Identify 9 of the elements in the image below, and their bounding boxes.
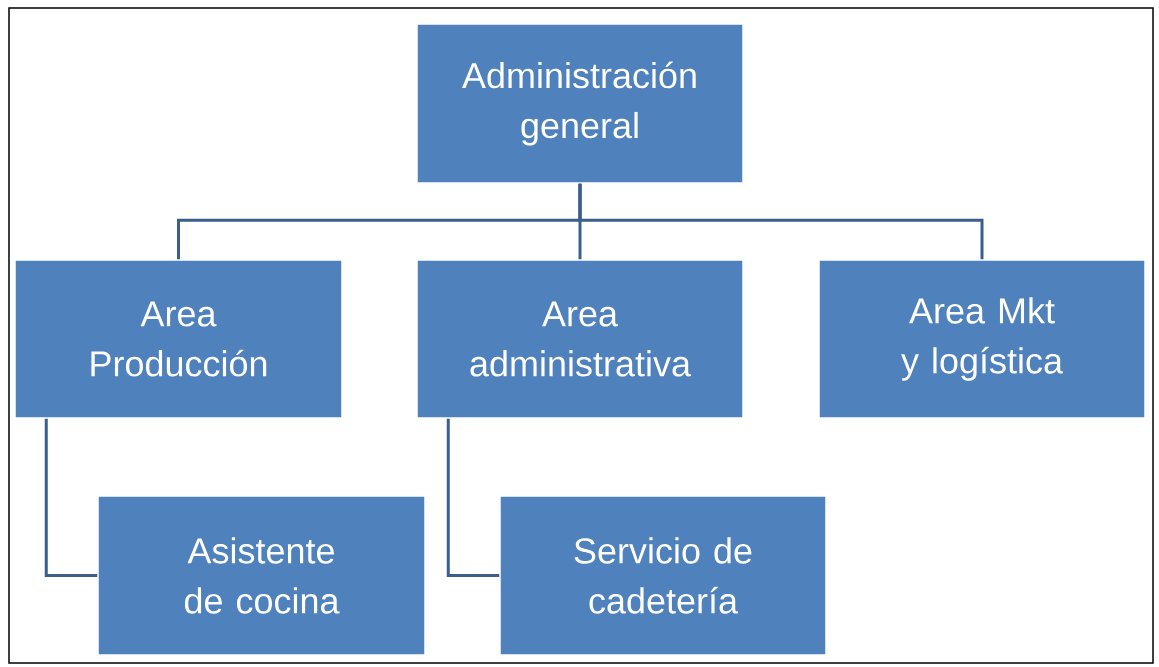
org-box: Asistente de cocina <box>97 495 426 656</box>
org-box: Servicio de cadetería <box>499 495 827 656</box>
connector-line <box>578 183 984 260</box>
org-box: Administración general <box>416 23 744 184</box>
org-box: Area Mkt y logística <box>818 259 1146 419</box>
org-box: Area Producción <box>14 259 343 419</box>
org-box: Area administrativa <box>416 259 744 419</box>
connector-line <box>44 418 98 577</box>
connector-line <box>446 418 500 577</box>
